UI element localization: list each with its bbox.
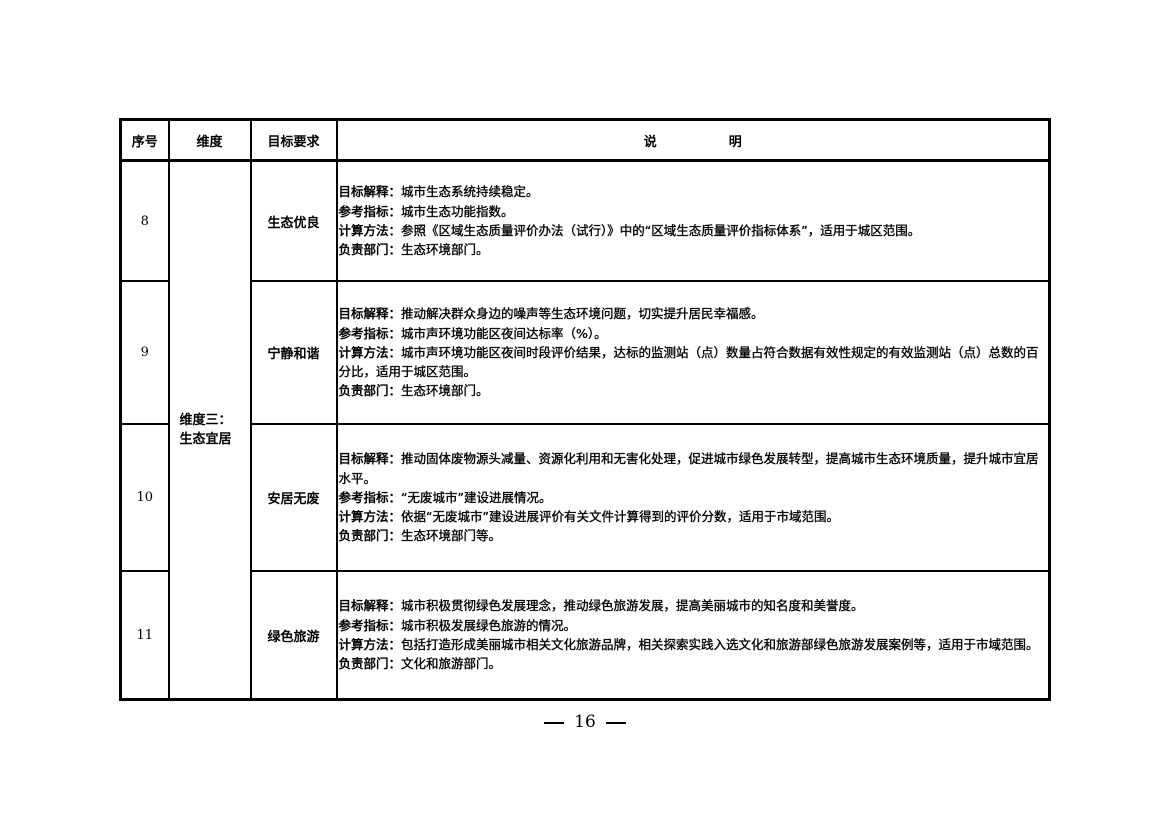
desc-label: 计算方法： bbox=[338, 223, 402, 238]
desc-label: 目标解释： bbox=[338, 451, 402, 467]
dimension-line-2: 生态宜居 bbox=[179, 432, 232, 447]
header-description-part1: 说 bbox=[643, 134, 657, 150]
desc-line-explanation: 目标解释：推动固体废物源头减量、资源化利用和无害化处理，促进城市绿色发展转型，提… bbox=[338, 449, 1047, 488]
desc-line-method: 计算方法：依据“无废城市”建设进展评价有关文件计算得到的评价分数，适用于市域范围… bbox=[339, 507, 1047, 526]
dash-right-icon bbox=[605, 721, 626, 724]
page-footer: 16 bbox=[0, 712, 1170, 732]
desc-line-department: 负责部门：生态环境部门。 bbox=[339, 240, 1047, 259]
desc-line-indicator: 参考指标：城市生态功能指数。 bbox=[339, 202, 1047, 221]
desc-text: 生态环境部门。 bbox=[401, 242, 489, 258]
desc-line-method: 计算方法：参照《区域生态质量评价办法（试行）》中的“区域生态质量评价指标体系”，… bbox=[339, 221, 1047, 240]
desc-line-indicator: 参考指标：城市声环境功能区夜间达标率（%）。 bbox=[339, 324, 1047, 343]
desc-line-indicator: 参考指标：“无废城市”建设进展情况。 bbox=[339, 488, 1047, 507]
row-number: 10 bbox=[119, 423, 170, 572]
desc-text: 城市生态系统持续稳定。 bbox=[401, 184, 539, 200]
desc-label: 计算方法： bbox=[338, 509, 402, 525]
desc-text: 生态环境部门。 bbox=[401, 383, 489, 399]
description-cell: 目标解释：城市生态系统持续稳定。 参考指标：城市生态功能指数。 计算方法：参照《… bbox=[335, 159, 1051, 282]
desc-line-method: 计算方法：包括打造形成美丽城市相关文化旅游品牌，相关探索实践入选文化和旅游部绿色… bbox=[339, 635, 1047, 654]
dimension-cell: 维度三： 生态宜居 bbox=[167, 159, 252, 701]
table-row: 8 维度三： 生态宜居 生态优良 目标解释：城市生态系统持续稳定。 参考指标：城… bbox=[119, 159, 1051, 701]
row-number: 8 bbox=[119, 159, 170, 282]
desc-text: 推动解决群众身边的噪声等生态环境问题，切实提升居民幸福感。 bbox=[401, 306, 764, 322]
header-description-part2: 明 bbox=[728, 134, 742, 150]
header-description: 说明 bbox=[335, 118, 1051, 162]
desc-text: 城市声环境功能区夜间达标率（%）。 bbox=[401, 325, 607, 341]
goal-cell: 生态优良 bbox=[249, 159, 338, 282]
desc-line-explanation: 目标解释：城市积极贯彻绿色发展理念，推动绿色旅游发展，提高美丽城市的知名度和美誉… bbox=[339, 596, 1047, 615]
desc-label: 负责部门： bbox=[338, 656, 402, 672]
table-row: 10 安居无废 目标解释：推动固体废物源头减量、资源化利用和无害化处理，促进城市… bbox=[119, 423, 1051, 572]
desc-label: 参考指标： bbox=[338, 617, 402, 633]
desc-line-explanation: 目标解释：推动解决群众身边的噪声等生态环境问题，切实提升居民幸福感。 bbox=[339, 304, 1047, 323]
desc-line-department: 负责部门：生态环境部门。 bbox=[339, 381, 1047, 400]
desc-label: 目标解释： bbox=[338, 184, 402, 200]
desc-text: 城市积极发展绿色旅游的情况。 bbox=[401, 617, 577, 633]
header-no: 序号 bbox=[119, 118, 170, 162]
header-dimension: 维度 bbox=[167, 118, 252, 162]
table-header-row: 序号 维度 目标要求 说明 bbox=[119, 118, 1051, 162]
desc-text: 城市生态功能指数。 bbox=[401, 203, 514, 219]
desc-label: 目标解释： bbox=[338, 306, 402, 322]
goal-cell: 绿色旅游 bbox=[249, 570, 338, 701]
desc-label: 计算方法： bbox=[338, 637, 402, 652]
desc-text: “无废城市”建设进展情况。 bbox=[401, 489, 552, 505]
desc-label: 负责部门： bbox=[338, 383, 402, 399]
description-cell: 目标解释：城市积极贯彻绿色发展理念，推动绿色旅游发展，提高美丽城市的知名度和美誉… bbox=[335, 570, 1051, 701]
desc-text: 城市声环境功能区夜间时段评价结果，达标的监测站（点）数量占符合数据有效性规定的有… bbox=[338, 344, 1039, 380]
desc-text: 依据“无废城市”建设进展评价有关文件计算得到的评价分数，适用于市域范围。 bbox=[401, 509, 839, 525]
desc-line-explanation: 目标解释：城市生态系统持续稳定。 bbox=[339, 182, 1047, 201]
desc-label: 负责部门： bbox=[338, 242, 402, 258]
table-row: 9 宁静和谐 目标解释：推动解决群众身边的噪声等生态环境问题，切实提升居民幸福感… bbox=[119, 280, 1051, 425]
row-number: 11 bbox=[119, 570, 170, 701]
desc-label: 负责部门： bbox=[338, 528, 402, 544]
desc-text: 参照《区域生态质量评价办法（试行）》中的“区域生态质量评价指标体系”，适用于城区… bbox=[401, 223, 921, 238]
desc-label: 参考指标： bbox=[338, 325, 402, 341]
desc-text: 生态环境部门等。 bbox=[401, 528, 502, 544]
dash-left-icon bbox=[544, 721, 565, 724]
table-row: 11 绿色旅游 目标解释：城市积极贯彻绿色发展理念，推动绿色旅游发展，提高美丽城… bbox=[119, 570, 1051, 701]
indicator-table: 序号 维度 目标要求 说明 8 维度三： 生态宜居 生态优良 目标解释：城市生态… bbox=[119, 118, 1051, 701]
description-cell: 目标解释：推动解决群众身边的噪声等生态环境问题，切实提升居民幸福感。 参考指标：… bbox=[335, 280, 1051, 425]
goal-cell: 宁静和谐 bbox=[249, 280, 338, 425]
page-number: 16 bbox=[574, 712, 596, 732]
desc-text: 包括打造形成美丽城市相关文化旅游品牌，相关探索实践入选文化和旅游部绿色旅游发展案… bbox=[401, 637, 1039, 652]
desc-line-department: 负责部门：生态环境部门等。 bbox=[339, 526, 1047, 545]
description-cell: 目标解释：推动固体废物源头减量、资源化利用和无害化处理，促进城市绿色发展转型，提… bbox=[335, 423, 1051, 572]
desc-line-indicator: 参考指标：城市积极发展绿色旅游的情况。 bbox=[339, 616, 1047, 635]
header-goal: 目标要求 bbox=[249, 118, 338, 162]
desc-text: 文化和旅游部门。 bbox=[401, 656, 502, 672]
desc-line-department: 负责部门：文化和旅游部门。 bbox=[339, 654, 1047, 673]
row-number: 9 bbox=[119, 280, 170, 425]
desc-line-method: 计算方法：城市声环境功能区夜间时段评价结果，达标的监测站（点）数量占符合数据有效… bbox=[338, 343, 1047, 382]
desc-text: 推动固体废物源头减量、资源化利用和无害化处理，促进城市绿色发展转型，提高城市生态… bbox=[338, 451, 1039, 486]
dimension-line-1: 维度三： bbox=[179, 413, 232, 428]
desc-label: 参考指标： bbox=[338, 203, 402, 219]
desc-label: 参考指标： bbox=[338, 489, 402, 505]
desc-label: 计算方法： bbox=[338, 344, 402, 360]
goal-cell: 安居无废 bbox=[249, 423, 338, 572]
desc-text: 城市积极贯彻绿色发展理念，推动绿色旅游发展，提高美丽城市的知名度和美誉度。 bbox=[401, 598, 864, 614]
desc-label: 目标解释： bbox=[338, 598, 402, 614]
